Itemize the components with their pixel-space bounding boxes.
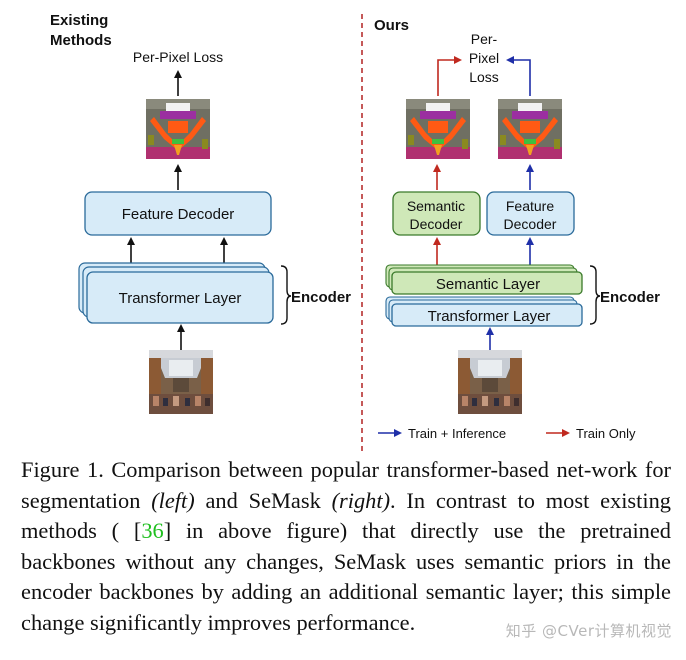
left-segmentation-mask xyxy=(146,99,210,159)
caption-middle1: and SeMask xyxy=(194,487,332,513)
left-loss-label: Per-Pixel Loss xyxy=(133,49,223,65)
left-input-image xyxy=(149,350,213,414)
right-red-loss-arrow xyxy=(437,56,462,96)
right-encoder-brace xyxy=(589,265,601,325)
right-loss-line3: Loss xyxy=(469,69,499,85)
comparison-figure: Existing Methods Per-Pixel Loss Feature … xyxy=(50,12,660,452)
right-feature-mask xyxy=(498,99,562,159)
left-feature-decoder-label: Feature Decoder xyxy=(122,206,235,223)
left-encoder-brace-label: Encoder xyxy=(291,289,351,306)
left-title-line2: Methods xyxy=(50,32,112,49)
right-blue-loss-arrow xyxy=(506,56,531,96)
feature-decoder-box xyxy=(486,191,575,236)
right-semantic-mask xyxy=(406,99,470,159)
semantic-layer-box xyxy=(391,271,583,295)
caption-prefix: Figure 1. Comparison between popular tra… xyxy=(21,457,671,513)
left-transformer-layer-box xyxy=(86,271,274,324)
semantic-decoder-box xyxy=(392,191,481,236)
watermark: 知乎 @CVer计算机视觉 xyxy=(505,622,672,640)
left-feature-decoder-box xyxy=(84,191,272,236)
transformer-layer-box xyxy=(391,303,583,327)
left-encoder-brace xyxy=(280,265,292,325)
semantic-layer-label: Semantic Layer xyxy=(436,276,540,293)
figure-caption: Figure 1. Comparison between popular tra… xyxy=(21,455,671,638)
legend-train-inference: Train + Inference xyxy=(408,426,506,441)
right-loss-line1: Per- xyxy=(471,31,498,47)
semantic-decoder-label-line2: Decoder xyxy=(410,216,463,232)
right-encoder-brace-label: Encoder xyxy=(600,289,660,306)
feature-decoder-label-line1: Feature xyxy=(506,198,554,214)
left-transformer-layer-label: Transformer Layer xyxy=(119,290,242,307)
right-input-image xyxy=(458,350,522,414)
right-loss-line2: Pixel xyxy=(469,50,499,66)
right-title: Ours xyxy=(374,17,409,34)
feature-decoder-label-line2: Decoder xyxy=(504,216,557,232)
legend-train-only: Train Only xyxy=(576,426,636,441)
caption-middle2: . In contrast to most existing methods (… xyxy=(21,487,671,544)
semantic-decoder-label-line1: Semantic xyxy=(407,198,465,214)
caption-right-em: (right) xyxy=(331,487,391,513)
right-transformer-layer-label: Transformer Layer xyxy=(428,308,551,325)
caption-reference-link[interactable]: 36 xyxy=(141,518,164,543)
caption-left-em: (left) xyxy=(151,487,195,513)
caption-suffix: ] in above figure) that directly use the… xyxy=(21,518,672,635)
left-title-line1: Existing xyxy=(50,12,108,29)
